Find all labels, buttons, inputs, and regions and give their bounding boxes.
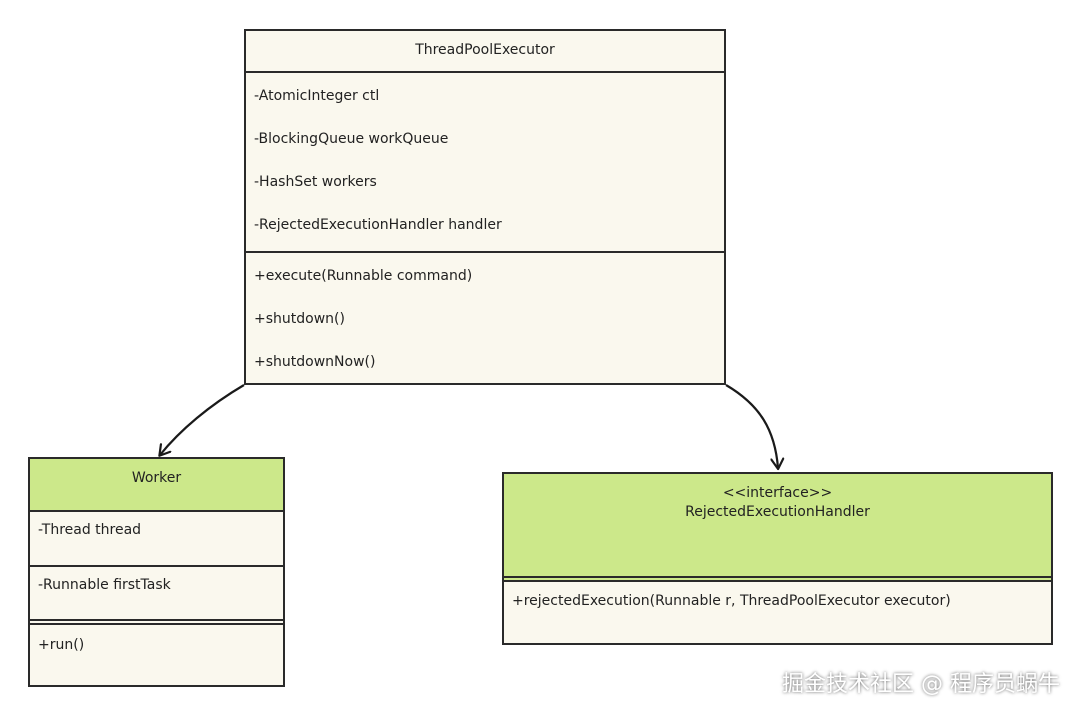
method-row: +shutdownNow() (254, 354, 376, 370)
interface-rejectedexecutionhandler-methods: +rejectedExecution(Runnable r, ThreadPoo… (504, 582, 1051, 612)
class-worker-field-thread: -Thread thread (30, 512, 283, 567)
class-threadpoolexecutor-methods: +execute(Runnable command) +shutdown() +… (246, 253, 724, 390)
interface-stereotype: <<interface>> (722, 485, 833, 501)
class-threadpoolexecutor-fields: -AtomicInteger ctl -BlockingQueue workQu… (246, 73, 724, 253)
interface-name: RejectedExecutionHandler (685, 504, 870, 520)
field-row: -BlockingQueue workQueue (254, 131, 449, 147)
method-row: +execute(Runnable command) (254, 268, 473, 284)
field-row: -Thread thread (38, 522, 142, 538)
interface-rejectedexecutionhandler[interactable]: <<interface>> RejectedExecutionHandler +… (502, 472, 1053, 645)
field-row: -HashSet workers (254, 174, 377, 190)
class-threadpoolexecutor-header: ThreadPoolExecutor (246, 31, 724, 73)
interface-rejectedexecutionhandler-header: <<interface>> RejectedExecutionHandler (504, 474, 1051, 582)
class-threadpoolexecutor[interactable]: ThreadPoolExecutor -AtomicInteger ctl -B… (244, 29, 726, 385)
arrow-to-rejected-handler (725, 384, 778, 468)
class-worker-name: Worker (131, 470, 182, 486)
class-worker-methods: +run() (30, 625, 283, 665)
field-row: -RejectedExecutionHandler handler (254, 217, 502, 233)
method-row: +shutdown() (254, 311, 345, 327)
class-worker[interactable]: Worker -Thread thread -Runnable firstTas… (28, 457, 285, 687)
method-row: +rejectedExecution(Runnable r, ThreadPoo… (512, 593, 951, 609)
method-row: +run() (38, 637, 85, 653)
field-row: -AtomicInteger ctl (254, 88, 380, 104)
field-row: -Runnable firstTask (38, 577, 171, 593)
arrow-to-worker (160, 384, 245, 455)
class-threadpoolexecutor-name: ThreadPoolExecutor (415, 42, 555, 58)
class-worker-header: Worker (30, 459, 283, 512)
watermark-text: 掘金技术社区 @ 程序员蜗牛 (782, 672, 1060, 697)
class-worker-field-firsttask: -Runnable firstTask (30, 567, 283, 625)
